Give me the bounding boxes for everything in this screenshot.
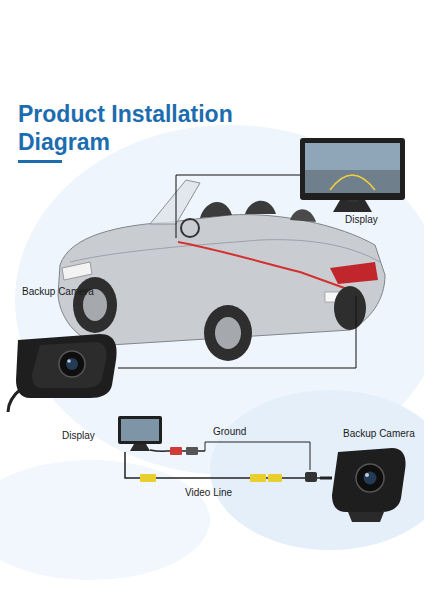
part-label: Ground — [213, 426, 246, 438]
connector — [268, 474, 282, 482]
connector — [186, 447, 198, 455]
connector — [250, 474, 266, 482]
connector — [170, 447, 182, 455]
connector — [140, 474, 156, 482]
part-label: Backup Camera — [22, 286, 94, 298]
part-label: Backup Camera — [343, 428, 415, 440]
diagram-title: Product Installation Diagram — [18, 100, 268, 156]
background-blob — [210, 390, 424, 550]
part-label: Display — [345, 214, 378, 226]
leader-line — [176, 175, 300, 238]
title-underline — [18, 160, 62, 163]
monitor-icon — [300, 138, 405, 212]
car-illustration — [58, 180, 385, 361]
camera-icon — [8, 334, 117, 412]
part-label: Display — [62, 430, 95, 442]
ground-wire — [205, 442, 310, 470]
monitor-icon — [118, 416, 162, 451]
camera-icon — [320, 448, 406, 522]
part-label: Video Line — [185, 487, 232, 499]
leader-line — [118, 296, 356, 368]
connector — [305, 472, 317, 482]
